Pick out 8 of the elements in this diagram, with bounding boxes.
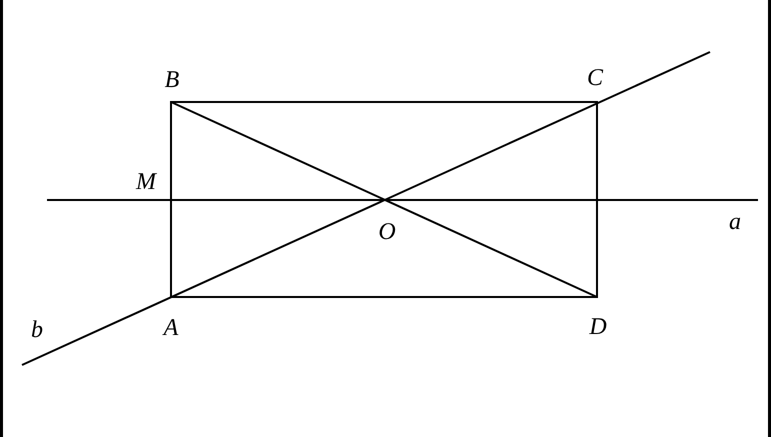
point-label: C: [587, 66, 603, 90]
point-label: O: [378, 220, 396, 244]
point-label: B: [164, 68, 180, 92]
point-label: M: [136, 170, 156, 194]
point-label: b: [31, 318, 43, 342]
point-label: D: [589, 315, 607, 339]
point-label: a: [729, 210, 741, 234]
point-label: A: [164, 316, 178, 340]
